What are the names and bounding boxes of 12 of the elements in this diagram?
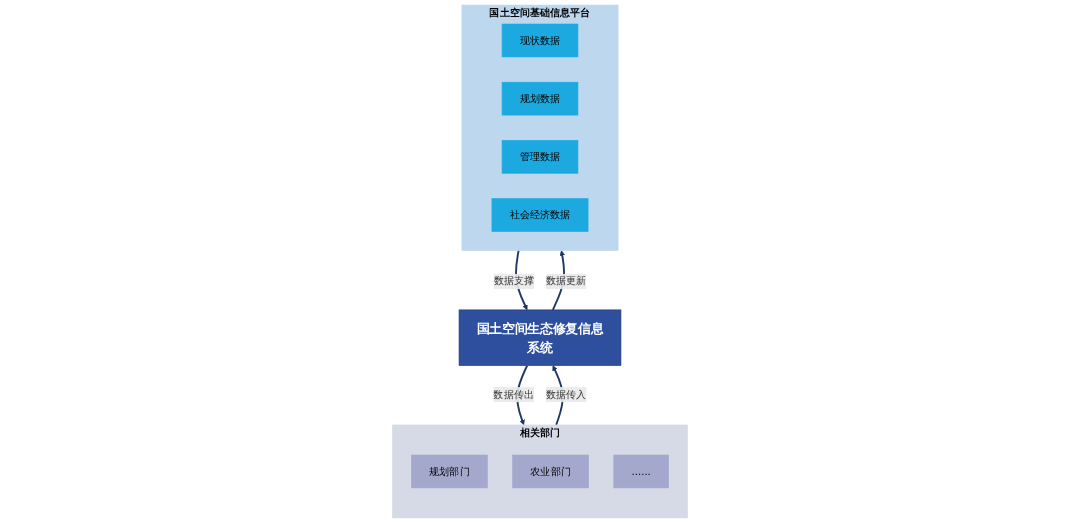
edge-label: 数据支撑 — [493, 275, 535, 288]
node-box: 国土空间生态修复信息系统 — [458, 309, 622, 366]
node-box: ...... — [613, 454, 669, 489]
node-box: 社会经济数据 — [491, 198, 589, 232]
edge-label: 数据更新 — [545, 275, 587, 288]
edge-label: 数据传入 — [546, 388, 587, 401]
node-box: 农业部门 — [512, 454, 589, 489]
edge-label: 数据传出 — [493, 388, 534, 401]
node-box: 管理数据 — [501, 140, 579, 174]
node-box: 规划部门 — [411, 454, 488, 489]
node-box: 规划数据 — [501, 81, 579, 116]
node-box: 现状数据 — [501, 23, 579, 58]
